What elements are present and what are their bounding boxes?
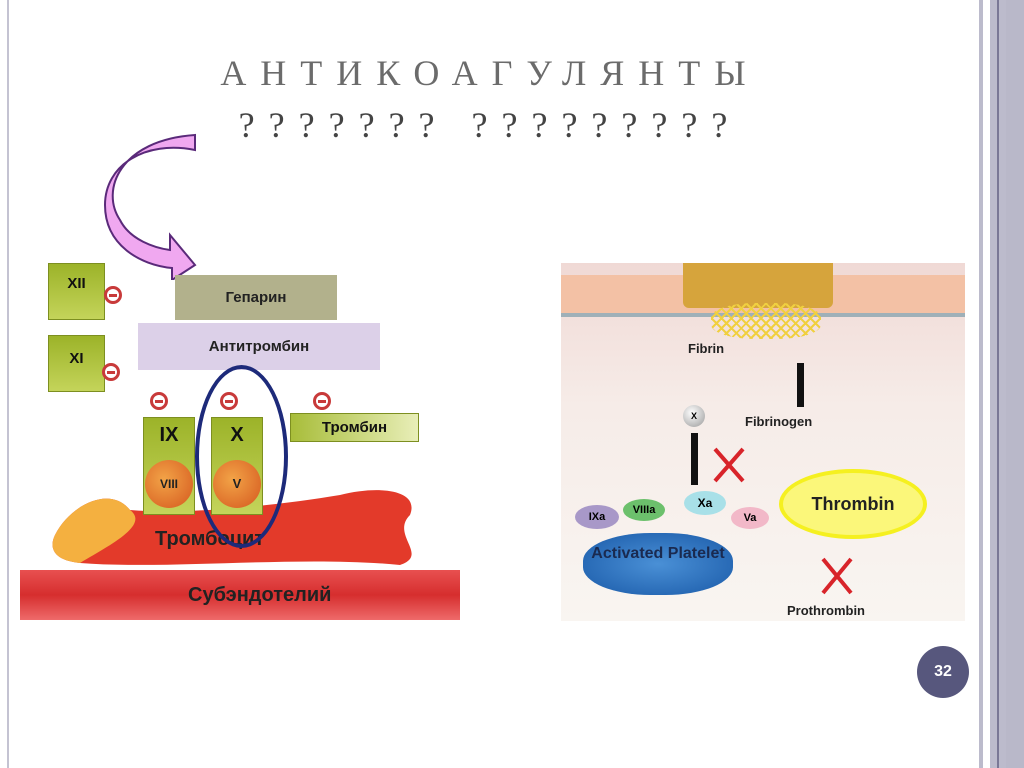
fibrin-label: Fibrin <box>688 341 725 356</box>
inhibit-icon <box>313 392 331 410</box>
inhibit-icon <box>150 392 168 410</box>
thrombin-box: Тромбин <box>290 413 419 442</box>
arrow-down-icon <box>691 433 698 485</box>
thrombin-label: Тромбин <box>321 419 388 436</box>
thrombin-label: Thrombin <box>811 494 895 514</box>
decorative-stripes <box>979 0 1024 768</box>
inhibit-icon <box>104 286 122 304</box>
xa-label: Xa <box>697 496 713 510</box>
ixa-ellipse: IXa <box>575 505 619 529</box>
factor-xii-box: XII <box>48 263 105 320</box>
curved-arrow-icon <box>103 133 197 280</box>
coagulation-cascade-diagram: Fibrin Fibrinogen X Activated Platelet I… <box>561 263 965 621</box>
heparin-box: Гепарин <box>175 275 337 320</box>
arrow-up-icon <box>797 363 804 407</box>
xa-ellipse: Xa <box>684 491 726 515</box>
thrombin-burst: Thrombin <box>783 473 923 535</box>
factor-viii-sphere: VIII <box>145 460 193 508</box>
slide-subtitle: ??????? ????????? <box>238 105 742 145</box>
fibrin-mesh <box>711 303 821 339</box>
antithrombin-label: Антитромбин <box>208 338 310 355</box>
blocked-x-icon <box>713 447 745 483</box>
viiia-ellipse: VIIIa <box>623 499 665 521</box>
factor-ix-label: IX <box>159 424 179 446</box>
slide-title: АНТИКОАГУЛЯНТЫ <box>220 53 760 93</box>
slide-border <box>7 0 9 768</box>
viiia-label: VIIIa <box>632 504 656 516</box>
ixa-label: IXa <box>588 511 606 523</box>
blocked-prothrombin-icon <box>821 557 853 595</box>
va-label: Va <box>743 512 757 524</box>
factor-xi-label: XI <box>69 350 84 367</box>
heparin-anticoagulation-diagram: Субэндотелий Тромбоцит XII XI Гепарин Ан… <box>20 255 470 640</box>
fibrinogen-label: Fibrinogen <box>745 414 813 429</box>
page-number-badge: 32 <box>917 646 969 698</box>
clot-plug <box>683 263 833 308</box>
prothrombin-label: Prothrombin <box>787 603 865 618</box>
va-ellipse: Va <box>731 507 769 529</box>
factor-xii-label: XII <box>67 275 86 292</box>
subendothelium-label: Субэндотелий <box>188 584 332 606</box>
subendothelium-layer <box>20 570 460 620</box>
x-label: X <box>690 411 697 421</box>
factor-x-sphere: X <box>683 405 705 427</box>
factor-viii-label: VIII <box>159 477 178 491</box>
platelet-label: Activated Platelet <box>591 545 725 562</box>
platelet-blob: Activated Platelet <box>583 533 733 595</box>
heparin-label: Гепарин <box>225 289 287 306</box>
antithrombin-box: Антитромбин <box>138 323 380 370</box>
inhibit-icon <box>102 363 120 381</box>
factor-xi-box: XI <box>48 335 105 392</box>
highlight-ellipse <box>195 365 288 548</box>
